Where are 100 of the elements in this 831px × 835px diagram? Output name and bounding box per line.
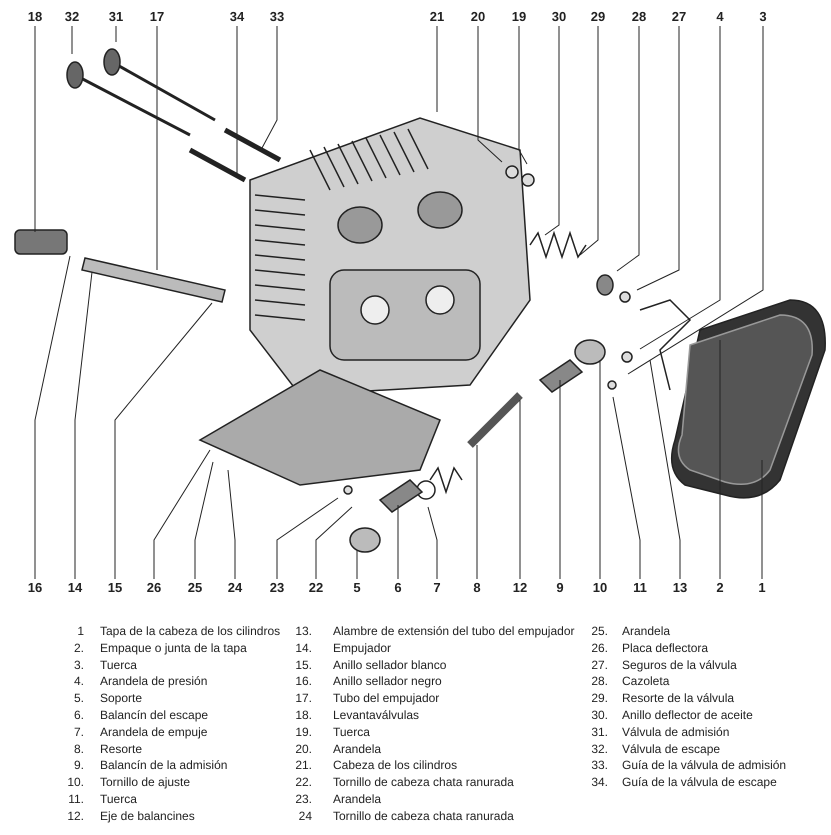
part-name: Seguros de la válvula (622, 658, 737, 673)
leader-line (478, 26, 502, 162)
part-number: 9. (72, 758, 84, 774)
callout-number: 30 (547, 9, 571, 25)
part-number: 7. (72, 724, 84, 740)
part-name: Tuerca (333, 724, 370, 740)
callout-number: 13 (668, 580, 692, 596)
leader-line (616, 26, 640, 272)
leader-line (650, 360, 680, 580)
callout-number: 14 (63, 580, 87, 596)
leader-line (156, 26, 158, 270)
leader-line (356, 550, 358, 580)
leader-line (544, 26, 560, 236)
callout-number: 12 (508, 580, 532, 596)
leader-line (228, 470, 236, 580)
part-name: Arandela (333, 742, 382, 757)
callout-number: 1 (750, 580, 774, 596)
callout-number: 6 (386, 580, 410, 596)
callout-number: 2 (708, 580, 732, 596)
part-name: Balancín de la admisión (100, 758, 228, 774)
part-number: 17. (294, 691, 312, 706)
part-name: Alambre de extensión del tubo del empujador (333, 624, 574, 639)
callout-number: 32 (60, 9, 84, 25)
part-name: Anillo sellador blanco (333, 658, 446, 673)
part-name: Arandela (333, 792, 382, 807)
part-name: Cabeza de los cilindros (333, 758, 458, 774)
leader-line (114, 302, 212, 580)
part-number: 25. (590, 624, 608, 639)
part-number: 28. (590, 674, 608, 690)
part-name: Empujador (333, 640, 392, 656)
callout-number: 23 (265, 580, 289, 596)
leader-line (636, 26, 680, 290)
part-number: 15. (294, 658, 312, 673)
part-number: 22. (294, 775, 312, 790)
part-number: 20. (294, 742, 312, 757)
callout-number: 27 (667, 9, 691, 25)
part-number: 3. (72, 658, 84, 673)
part-name: Guía de la válvula de admisión (622, 758, 786, 774)
callout-number: 20 (466, 9, 490, 25)
part-number: 2. (72, 640, 84, 656)
callout-number: 16 (23, 580, 47, 596)
callout-number: 8 (465, 580, 489, 596)
part-name: Tornillo de cabeza chata ranurada (333, 808, 514, 824)
part-name: Guía de la válvula de escape (622, 775, 777, 790)
part-number: 14. (294, 640, 312, 656)
part-name: Empaque o junta de la tapa (100, 640, 247, 656)
part-number: 30. (590, 708, 608, 723)
callout-number: 15 (103, 580, 127, 596)
part-number: 10. (66, 775, 84, 790)
leader-line (236, 26, 238, 176)
part-name: Tornillo de ajuste (100, 775, 190, 790)
part-number: 4. (72, 674, 84, 690)
callout-number: 22 (304, 580, 328, 596)
part-name: Eje de balancines (100, 808, 195, 824)
leader-line (476, 444, 478, 580)
part-number: 21. (294, 758, 312, 774)
part-number: 13. (294, 624, 312, 639)
part-name: Placa deflectora (622, 640, 708, 656)
leader-line (316, 506, 352, 580)
part-number: 26. (590, 640, 608, 656)
part-name: Resorte (100, 742, 142, 757)
part-name: Anillo deflector de aceite (622, 708, 753, 723)
callout-number: 9 (548, 580, 572, 596)
part-name: Resorte de la válvula (622, 691, 734, 706)
callout-number: 24 (223, 580, 247, 596)
part-number: 5. (72, 691, 84, 706)
part-name: Tubo del empujador (333, 691, 440, 706)
callout-number: 26 (142, 580, 166, 596)
part-number: 1 (76, 624, 84, 639)
part-number: 31. (590, 724, 608, 740)
leader-line (612, 396, 640, 580)
part-number: 24 (298, 808, 312, 824)
callout-number: 25 (183, 580, 207, 596)
leader-line (518, 26, 528, 164)
leader-line (34, 26, 36, 232)
part-name: Tapa de la cabeza de los cilindros (100, 624, 280, 639)
callout-number: 29 (586, 9, 610, 25)
leader-line (276, 498, 338, 580)
part-name: Arandela (622, 624, 670, 639)
part-name: Válvula de admisión (622, 724, 730, 740)
part-number: 18. (294, 708, 312, 723)
leader-line (74, 272, 92, 580)
part-name: Levantaválvulas (333, 708, 420, 723)
leader-line (436, 26, 438, 112)
part-name: Arandela de empuje (100, 724, 208, 740)
callout-number: 19 (507, 9, 531, 25)
callout-number: 7 (425, 580, 449, 596)
leader-line (154, 450, 210, 580)
callout-number: 21 (425, 9, 449, 25)
callout-number: 11 (628, 580, 652, 596)
part-number: 19. (294, 724, 312, 740)
leader-line (640, 26, 720, 350)
callout-number: 3 (751, 9, 775, 25)
part-name: Tornillo de cabeza chata ranurada (333, 775, 514, 790)
callout-number: 34 (225, 9, 249, 25)
part-number: 34. (590, 775, 608, 790)
part-number: 33. (590, 758, 608, 774)
callout-number: 33 (265, 9, 289, 25)
part-number: 29. (590, 691, 608, 706)
part-name: Arandela de presión (100, 674, 208, 690)
